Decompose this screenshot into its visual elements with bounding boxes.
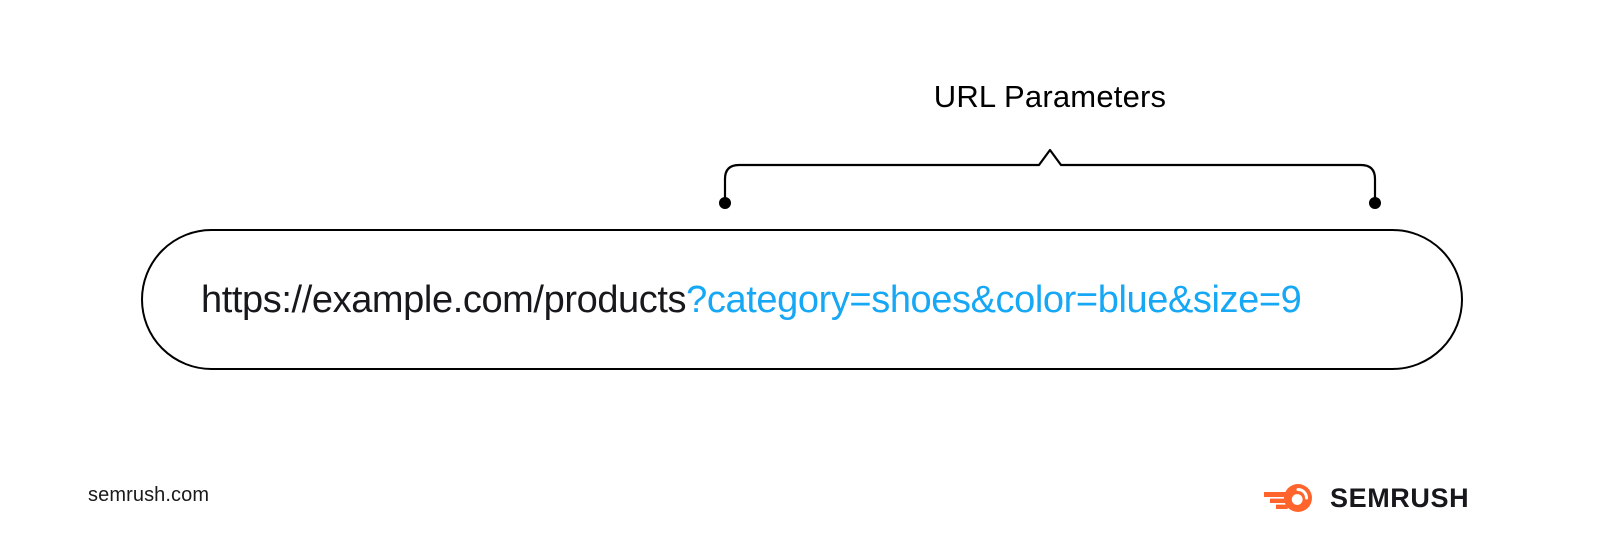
comet-head-arc [1296, 488, 1308, 500]
url-pill: https://example.com/products?category=sh… [141, 229, 1463, 370]
url-text: https://example.com/products?category=sh… [201, 278, 1302, 321]
semrush-logo: SEMRUSH [1262, 478, 1469, 518]
footer-source-domain: semrush.com [88, 484, 210, 506]
annotation-label-url-parameters: URL Parameters [933, 79, 1167, 114]
semrush-comet-icon [1264, 484, 1312, 512]
url-base-segment: https://example.com/products [201, 278, 687, 321]
curly-brace-icon [719, 148, 1381, 209]
semrush-wordmark: SEMRUSH [1330, 482, 1470, 513]
brace-path [723, 148, 1377, 205]
url-parameters-segment: ?category=shoes&color=blue&size=9 [686, 278, 1302, 321]
brace-right-endpoint-dot [1369, 197, 1381, 209]
brace-left-endpoint-dot [719, 197, 731, 209]
comet-head-inner [1291, 494, 1303, 505]
